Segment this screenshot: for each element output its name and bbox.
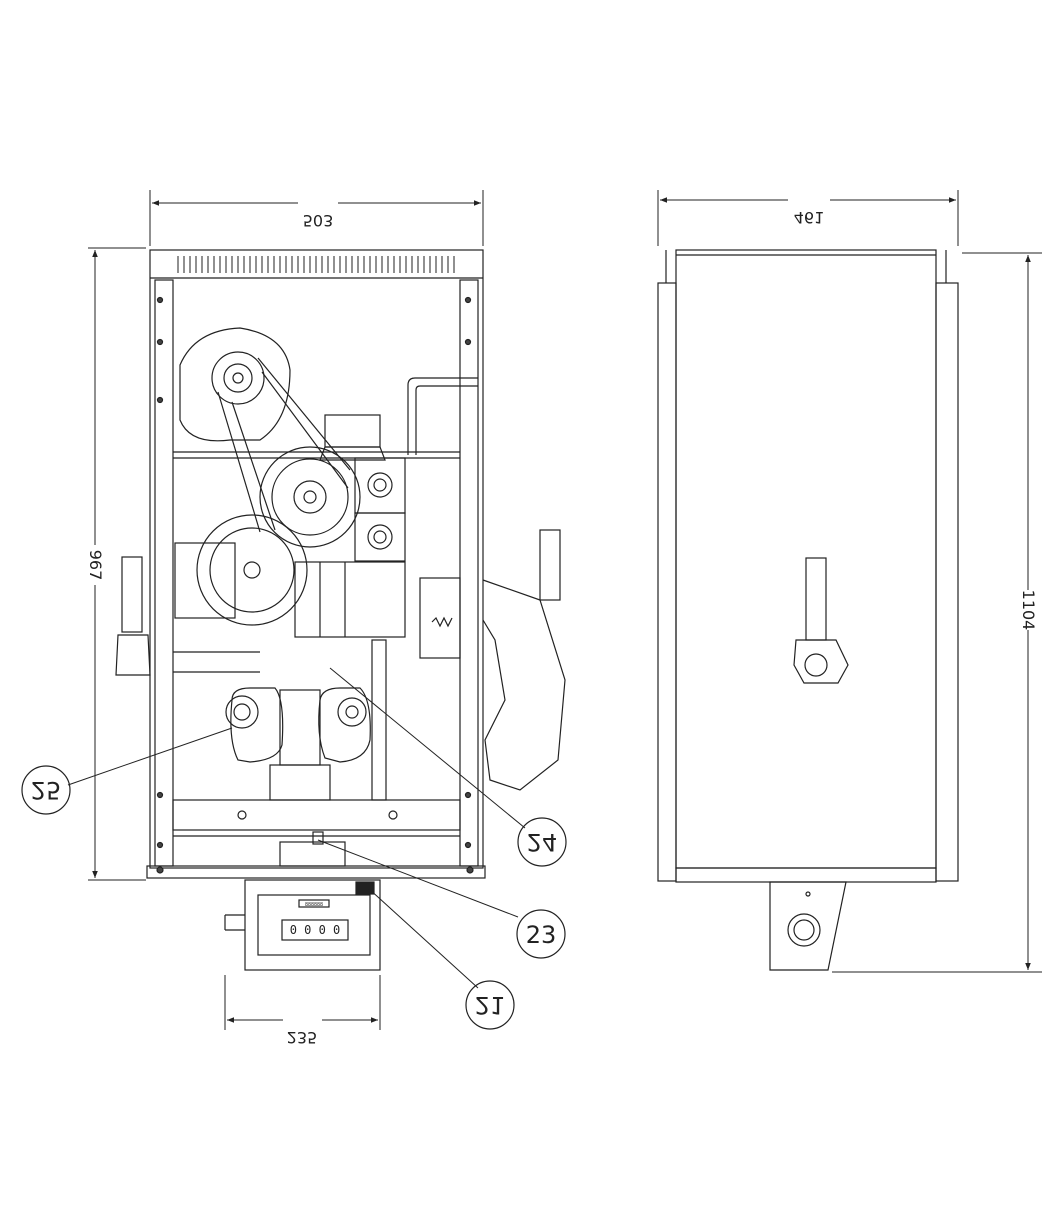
front-frame xyxy=(149,249,484,869)
dimension-lines xyxy=(88,190,1042,1030)
pump-body xyxy=(294,561,406,638)
counter-box xyxy=(224,879,381,971)
lower-cross-member xyxy=(172,799,461,831)
balloon-21 xyxy=(465,980,515,1030)
front-view xyxy=(115,249,566,971)
meter-right xyxy=(318,687,371,763)
callout-25: 25 xyxy=(31,776,62,804)
balloon-25 xyxy=(21,765,71,815)
front-height-label: 967 xyxy=(86,550,105,581)
side-bracket xyxy=(769,881,847,971)
callout-21: 21 xyxy=(475,991,506,1019)
gear-housing xyxy=(324,414,381,448)
dimension-labels: 503 967 235 461 1104 xyxy=(86,208,1038,1047)
counter-main-digits: 0 0 0 0 xyxy=(290,923,341,937)
motor xyxy=(179,327,291,442)
counter-readouts: 0 0 0 0 888888 xyxy=(290,902,341,937)
right-nozzle xyxy=(482,529,566,791)
callout-24: 24 xyxy=(527,828,558,856)
meter-left xyxy=(225,687,284,763)
rail-bolts xyxy=(156,296,474,874)
counter-width-label: 235 xyxy=(287,1028,318,1047)
callout-balloons xyxy=(21,765,567,1030)
spring xyxy=(431,616,453,628)
callout-leaders xyxy=(67,667,526,989)
callout-labels: 25 24 23 21 xyxy=(31,776,558,1019)
lower-pulley xyxy=(174,514,308,626)
balloon-23 xyxy=(516,909,566,959)
side-view xyxy=(657,249,959,971)
counter-small-digits: 888888 xyxy=(305,902,323,908)
side-width-label: 461 xyxy=(794,208,825,227)
valve-blocks xyxy=(354,457,406,562)
vent-louvres xyxy=(177,256,455,273)
front-width-label: 503 xyxy=(303,211,334,230)
left-nozzle-holder xyxy=(115,556,151,676)
side-nozzle-holder xyxy=(793,557,849,684)
balloon-24 xyxy=(517,817,567,867)
callout-23: 23 xyxy=(526,921,557,949)
large-pulley xyxy=(259,446,361,548)
drive-belt xyxy=(217,357,351,533)
side-height-label: 1104 xyxy=(1019,590,1038,631)
